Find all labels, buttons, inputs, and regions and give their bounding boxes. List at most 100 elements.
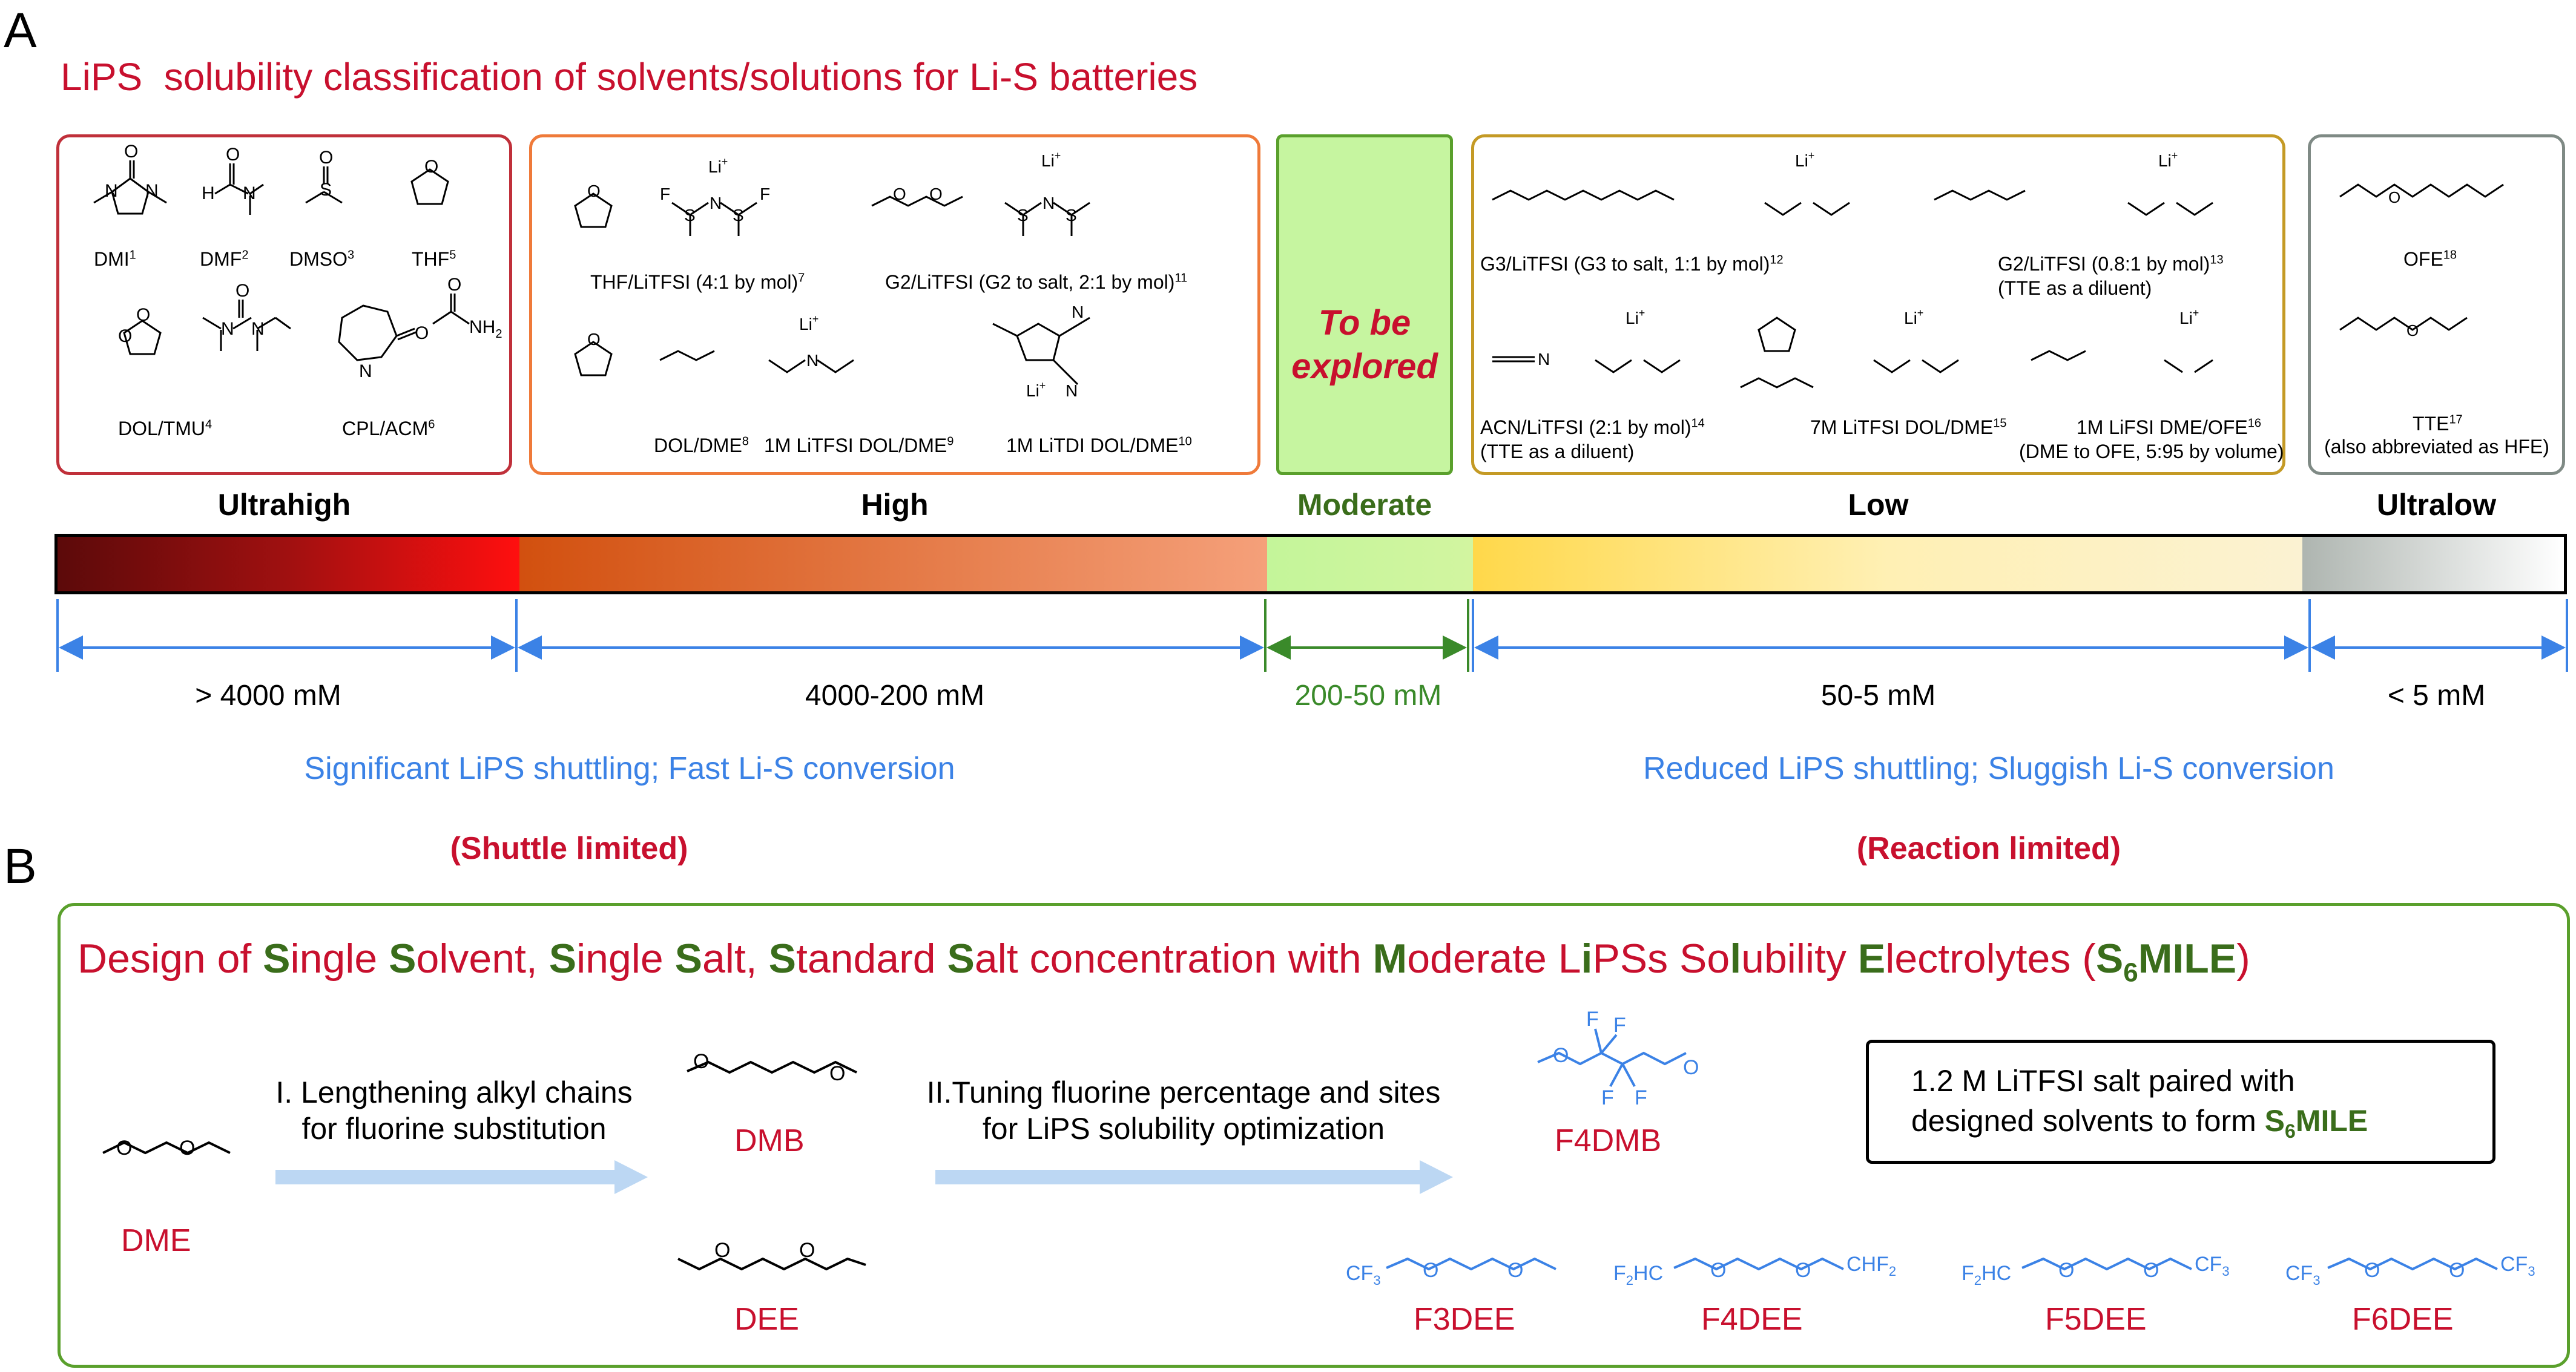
title-segment: Design of [77,936,263,982]
f6dee-o2: O [2449,1259,2465,1282]
category-high: High [861,488,929,522]
label-dme: DME [121,1223,191,1258]
title-lips: LiPS [61,55,143,99]
dmi-n2: N [145,181,159,201]
label-g2-litfsi-low: G2/LiTFSI (0.8:1 by mol)13 [1998,253,2224,275]
panel-b-letter: B [4,839,37,894]
f5dee-cf3: CF3 [2195,1253,2230,1279]
f4dee-chf2: CHF2 [1846,1253,1896,1279]
f5dee-o2: O [2143,1259,2159,1282]
step1-arrow [275,1160,648,1194]
title-rest: solubility classification of solvents/so… [163,55,1198,99]
high-box [529,134,1260,475]
panel-b-box [58,903,2570,1368]
dol-o1: O [136,305,150,325]
dmf-n: N [243,183,256,203]
limit-left: (Shuttle limited) [450,831,688,866]
title-segment: ingle [290,936,389,982]
dme-o1: O [116,1137,132,1160]
cpl-o: O [415,323,429,343]
tdi-n2: N [1066,381,1078,400]
s-1: S [684,206,696,225]
f6dee-cf3-left: CF3 [2285,1262,2321,1288]
ultrahigh-box [56,134,512,475]
title-segment: S [768,936,796,982]
dmso-s: S [320,180,332,200]
title-segment: 6 [2123,957,2138,988]
dmb-o1: O [693,1050,709,1073]
step2-arrow [935,1160,1453,1194]
dmf-o: O [226,145,240,165]
f4dmb-f1: F [1586,1008,1599,1031]
label-g2-litfsi: G2/LiTFSI (G2 to salt, 2:1 by mol)11 [885,271,1188,293]
bar-ultralow [2302,537,2564,591]
label-7m-litfsi: 7M LiTFSI DOL/DME15 [1810,416,2007,438]
moderate-text: To be explored [1276,301,1453,389]
step2-text: II.Tuning fluorine percentage and sites … [887,1074,1480,1147]
label-f3dee: F3DEE [1414,1302,1515,1337]
g2-o1: O [893,185,906,203]
callout-line2: designed solvents to form S6MILE [1911,1104,2368,1142]
moderate-line1: To be [1318,303,1411,343]
label-dmf: DMF2 [200,248,249,270]
step2-line1: II.Tuning fluorine percentage and sites [926,1075,1441,1109]
label-tte: TTE17 [2413,413,2463,435]
title-segment: ubility [1741,936,1858,982]
bar-moderate [1267,537,1473,591]
s-2: S [733,206,744,225]
f3dee-o1: O [1423,1259,1438,1282]
label-1m-litdi: 1M LiTDI DOL/DME10 [1006,435,1192,456]
tmu-o: O [236,281,249,301]
label-f5dee: F5DEE [2045,1302,2147,1337]
label-tte-hfe: (also abbreviated as HFE) [2324,436,2549,458]
acm-nh: NH2 [469,317,502,341]
n-3: N [806,351,819,370]
title-segment: olvent, [416,936,549,982]
panel-a-title: LiPS solubility classification of solven… [61,54,1197,99]
title-segment: ingle [576,936,675,982]
f5dee-f2hc: F2HC [1962,1262,2011,1288]
limit-right: (Reaction limited) [1856,831,2121,866]
label-1m-lifsi: 1M LiFSI DME/OFE16 [2077,416,2261,438]
s-4: S [1066,206,1077,225]
low-box [1471,134,2285,475]
tmu-n1: N [221,319,234,339]
bar-high [519,537,1267,591]
label-dee: DEE [734,1302,799,1337]
step1-text: I. Lengthening alkyl chains for fluorine… [242,1074,666,1147]
f4dmb-o2: O [1683,1056,1699,1079]
title-segment: S [263,936,291,982]
g2-o2: O [929,185,943,203]
label-f4dmb: F4DMB [1555,1123,1662,1158]
li-3: Li+ [799,313,819,333]
f4dmb-f4: F [1635,1086,1647,1109]
li-1: Li+ [708,156,728,176]
title-segment: M [1372,936,1408,982]
thf-o: O [424,157,438,177]
panel-a-letter: A [4,3,37,58]
label-dmso: DMSO3 [289,248,355,270]
f3dee-cf3: CF3 [1346,1262,1381,1288]
li-5: Li+ [1795,149,1814,170]
title-segment: alt concentration with [974,936,1373,982]
n-2: N [1043,194,1055,212]
title-segment: PSs So [1592,936,1730,982]
low-structures: Li+ Li+ Li+ Li+ Li+ N [1492,149,2213,389]
step1-line1: I. Lengthening alkyl chains [275,1075,633,1109]
ultralow-box [2308,134,2565,475]
f3dee-structure: CF3 O O [1346,1257,1556,1288]
high-structures: O Li+ N S S F F Li+ N S S O O O Li+ N N … [574,149,1090,400]
f-2: F [760,185,770,203]
title-segment: S [2095,936,2124,982]
step2-line2: for LiPS solubility optimization [982,1112,1385,1146]
f4dmb-f2: F [1613,1014,1626,1037]
f3dee-o2: O [1507,1259,1523,1282]
title-segment: S [389,936,417,982]
thf2-o: O [587,182,601,200]
moderate-line2: explored [1291,347,1438,386]
f5dee-structure: F2HC O O CF3 [1962,1253,2230,1288]
label-dmi: DMI1 [94,248,136,270]
s6mile-callout: 1.2 M LiTFSI salt paired with designed s… [1866,1040,2495,1164]
li-6: Li+ [2158,149,2178,170]
range-ultrahigh: > 4000 mM [195,680,341,712]
